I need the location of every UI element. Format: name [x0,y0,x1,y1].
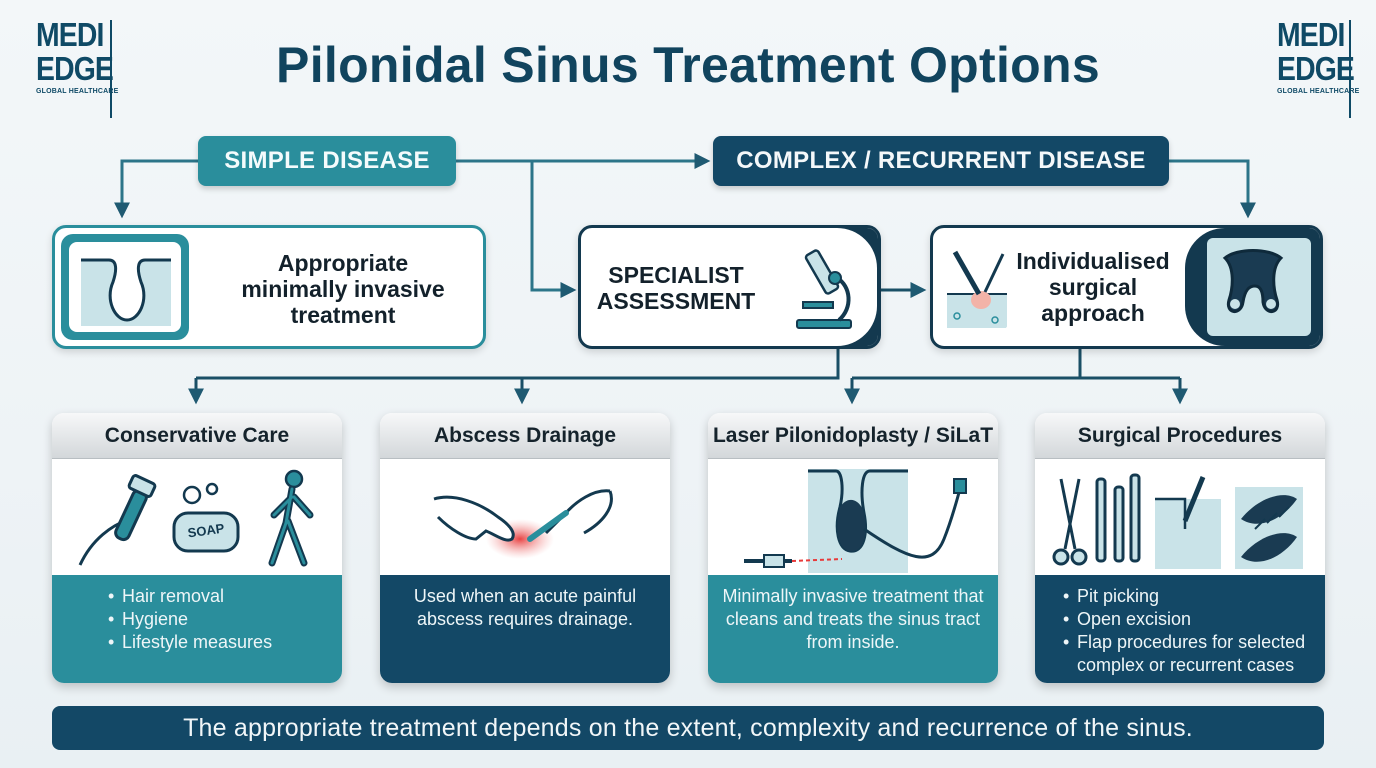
card-laser-pilonidoplasty: Laser Pilonidoplasty / SiLaT Minimally i… [708,413,998,683]
arrow-complex-to-individualised [1169,159,1256,219]
scissors-icon [1052,478,1088,566]
forceps-icon [1095,473,1141,563]
hand-icon [433,495,515,542]
card-body: Used when an acute painful abscess requi… [380,575,670,683]
simple-disease-label: SIMPLE DISEASE [198,136,456,186]
specialist-assessment-node: SPECIALIST ASSESSMENT [578,225,881,349]
card-title: Conservative Care [52,413,342,459]
scalpel-icon [527,510,569,542]
card-title: Surgical Procedures [1035,413,1325,459]
card-text: Used when an acute painful abscess requi… [413,586,637,629]
card-body: Minimally invasive treatment that cleans… [708,575,998,683]
specialist-node-text: SPECIALIST ASSESSMENT [596,262,756,314]
fiber-cable-icon [863,488,962,559]
footer-summary: The appropriate treatment depends on the… [52,706,1324,750]
sinus-tract-icon [1185,228,1320,346]
list-item: Hygiene [108,608,328,631]
conservative-care-illustration: SOAP [52,459,342,575]
card-title: Abscess Drainage [380,413,670,459]
list-item: Open excision [1063,608,1311,631]
card-conservative-care: Conservative Care SOAP Hair removal H [52,413,342,683]
arrow-simple-to-treatment [114,159,198,219]
abscess-drainage-illustration [380,459,670,575]
list-item: Pit picking [1063,585,1311,608]
laser-illustration [708,459,998,575]
card-surgical-procedures: Surgical Procedures [1035,413,1325,683]
razor-icon [78,474,157,566]
card-title: Laser Pilonidoplasty / SiLaT [708,413,998,459]
sinus-pit-icon [61,234,189,340]
individualised-approach-node: Individualised surgical approach [930,225,1323,349]
card-abscess-drainage: Abscess Drainage Used when an acute pain… [380,413,670,683]
page-title: Pilonidal Sinus Treatment Options [276,37,1100,93]
gloved-hand-icon [544,489,613,535]
split-individualised [852,349,1180,380]
arrow-simple-to-specialist [456,159,577,298]
card-body: Hair removal Hygiene Lifestyle measures [52,575,342,683]
list-item: Flap procedures for selected complex or … [1063,631,1311,677]
treatment-node-text: Appropriate minimally invasive treatment [241,250,445,328]
sutured-flap-icon [1235,487,1303,569]
list-item: Hair removal [108,585,328,608]
incision-icon [1155,476,1221,569]
scalpel-skin-icon [943,242,1009,332]
individualised-node-text: Individualised surgical approach [1016,248,1170,326]
medi-edge-logo-left: MEDI EDGE GLOBAL HEALTHCARE [36,18,132,118]
soap-icon [172,482,240,553]
card-body: Pit picking Open excision Flap procedure… [1035,575,1325,683]
list-item: Lifestyle measures [108,631,328,654]
surgical-instruments-illustration [1035,459,1325,575]
split-specialist [196,349,840,380]
card-text: Minimally invasive treatment that cleans… [722,586,984,652]
walking-person-icon [268,469,314,567]
medi-edge-logo-right: MEDI EDGE GLOBAL HEALTHCARE [1277,18,1373,118]
treatment-node: Appropriate minimally invasive treatment [52,225,486,349]
complex-disease-label: COMPLEX / RECURRENT DISEASE [713,136,1169,186]
microscope-icon [777,228,878,346]
